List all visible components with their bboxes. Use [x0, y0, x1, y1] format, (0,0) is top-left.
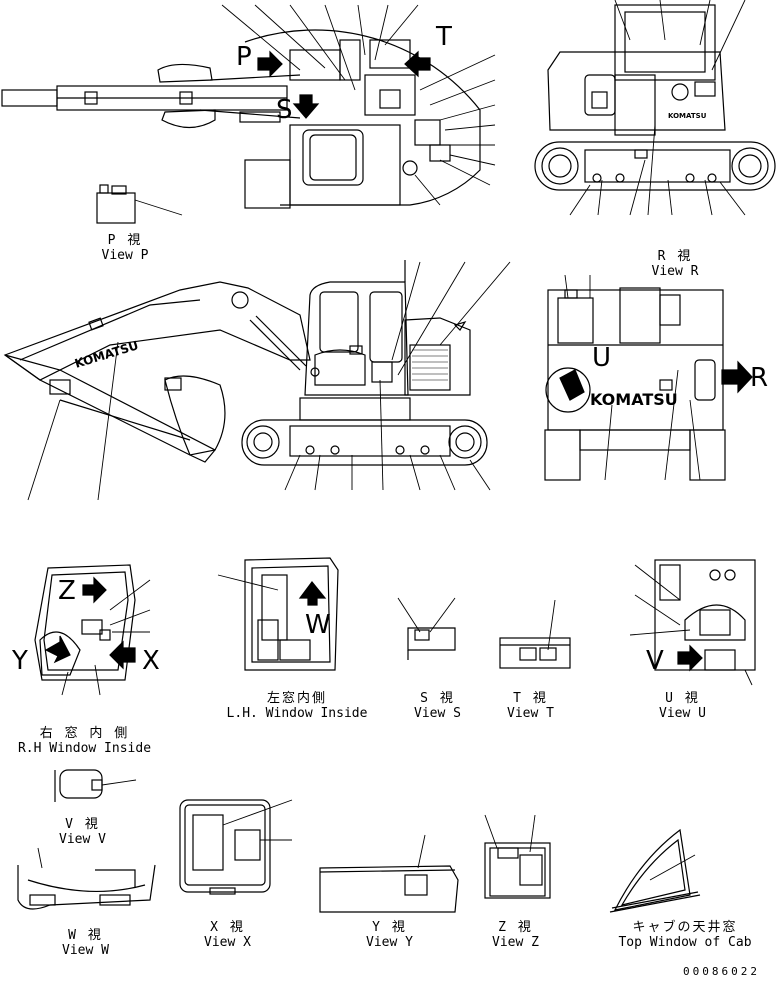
caption-lh-window: 左窓内側 L.H. Window Inside — [212, 691, 382, 721]
arrow-r — [721, 360, 753, 394]
arrow-v — [677, 644, 703, 672]
caption-view-w-jp: W 視 — [68, 928, 103, 943]
caption-view-t-jp: T 視 — [513, 691, 548, 706]
caption-view-s: S 視 View S — [400, 691, 475, 721]
tag-view-z: Z — [58, 576, 76, 606]
caption-top-window: キャブの天井窓 Top Window of Cab — [595, 920, 775, 950]
caption-view-w-en: View W — [62, 943, 109, 958]
arrow-t — [404, 50, 431, 78]
top-view — [1, 4, 496, 209]
caption-view-u-en: View U — [659, 706, 706, 721]
caption-view-v-jp: V 視 — [65, 817, 100, 832]
view-v-detail — [54, 769, 137, 802]
rh-window-inside-detail — [34, 564, 151, 696]
caption-view-t: T 視 View T — [493, 691, 568, 721]
caption-view-u: U 視 View U — [645, 691, 720, 721]
caption-view-r-jp: R 視 — [657, 249, 693, 264]
caption-view-p: P 視 View P — [80, 233, 170, 263]
caption-lh-window-en: L.H. Window Inside — [226, 706, 368, 721]
brand-counterweight-label: KOMATSU — [590, 390, 678, 409]
side-view: KOMATSU — [3, 260, 511, 501]
tag-view-s: S — [276, 95, 293, 125]
tag-view-x: X — [142, 646, 160, 676]
tag-view-v: V — [646, 646, 664, 676]
arrow-z — [82, 576, 107, 604]
view-t-detail — [499, 599, 571, 669]
view-x-detail — [179, 799, 293, 895]
tag-view-w: W — [305, 610, 331, 640]
view-r-detail: KOMATSU — [534, 0, 776, 216]
drawing-number: 00086022 — [683, 965, 760, 978]
arrow-s — [292, 94, 320, 119]
caption-lh-window-jp: 左窓内側 — [266, 691, 327, 706]
tag-view-u: U — [592, 343, 612, 373]
caption-view-w: W 視 View W — [48, 928, 123, 958]
caption-view-z: Z 視 View Z — [478, 920, 553, 950]
caption-rh-window-en: R.H Window Inside — [17, 741, 152, 756]
tag-view-r: R — [750, 363, 769, 393]
caption-view-v: V 視 View V — [45, 817, 120, 847]
caption-view-t-en: View T — [507, 706, 554, 721]
tag-view-t: T — [436, 22, 452, 52]
caption-view-p-en: View P — [101, 248, 149, 263]
caption-top-window-jp: キャブの天井窓 — [632, 920, 738, 935]
arrow-w — [298, 581, 327, 606]
tag-view-p: P — [236, 42, 252, 72]
caption-view-x-en: View X — [204, 935, 251, 950]
brand-boom-label: KOMATSU — [73, 338, 140, 371]
caption-view-v-en: View V — [59, 832, 106, 847]
view-z-detail — [484, 814, 551, 899]
arrow-x — [109, 640, 136, 670]
brand-badge-small: KOMATSU — [668, 112, 707, 120]
caption-view-x-jp: X 視 — [210, 920, 245, 935]
caption-view-s-en: View S — [414, 706, 461, 721]
caption-view-z-jp: Z 視 — [498, 920, 533, 935]
caption-view-y-jp: Y 視 — [372, 920, 407, 935]
caption-view-y-en: View Y — [366, 935, 413, 950]
caption-view-x: X 視 View X — [190, 920, 265, 950]
view-y-detail — [319, 834, 459, 913]
lh-window-inside-detail — [217, 557, 339, 671]
arrow-y — [44, 635, 71, 664]
caption-view-r-en: View R — [651, 264, 699, 279]
view-p-detail — [96, 184, 183, 224]
caption-view-u-jp: U 視 — [665, 691, 700, 706]
view-u-small-detail — [629, 559, 756, 686]
caption-view-s-jp: S 視 — [420, 691, 455, 706]
caption-rh-window: 右 窓 内 側 R.H Window Inside — [2, 726, 167, 756]
tag-view-y: Y — [12, 646, 28, 676]
caption-view-y: Y 視 View Y — [352, 920, 427, 950]
caption-top-window-en: Top Window of Cab — [618, 935, 752, 950]
caption-view-r: R 視 View R — [635, 249, 715, 279]
caption-view-z-en: View Z — [492, 935, 539, 950]
view-w-detail — [17, 847, 156, 910]
top-window-detail — [609, 828, 701, 913]
caption-view-p-jp: P 視 — [107, 233, 143, 248]
arrow-p — [257, 50, 283, 78]
view-s-detail — [397, 597, 456, 660]
view-u-detail: KOMATSU — [544, 274, 753, 481]
caption-rh-window-jp: 右 窓 内 側 — [39, 726, 130, 741]
